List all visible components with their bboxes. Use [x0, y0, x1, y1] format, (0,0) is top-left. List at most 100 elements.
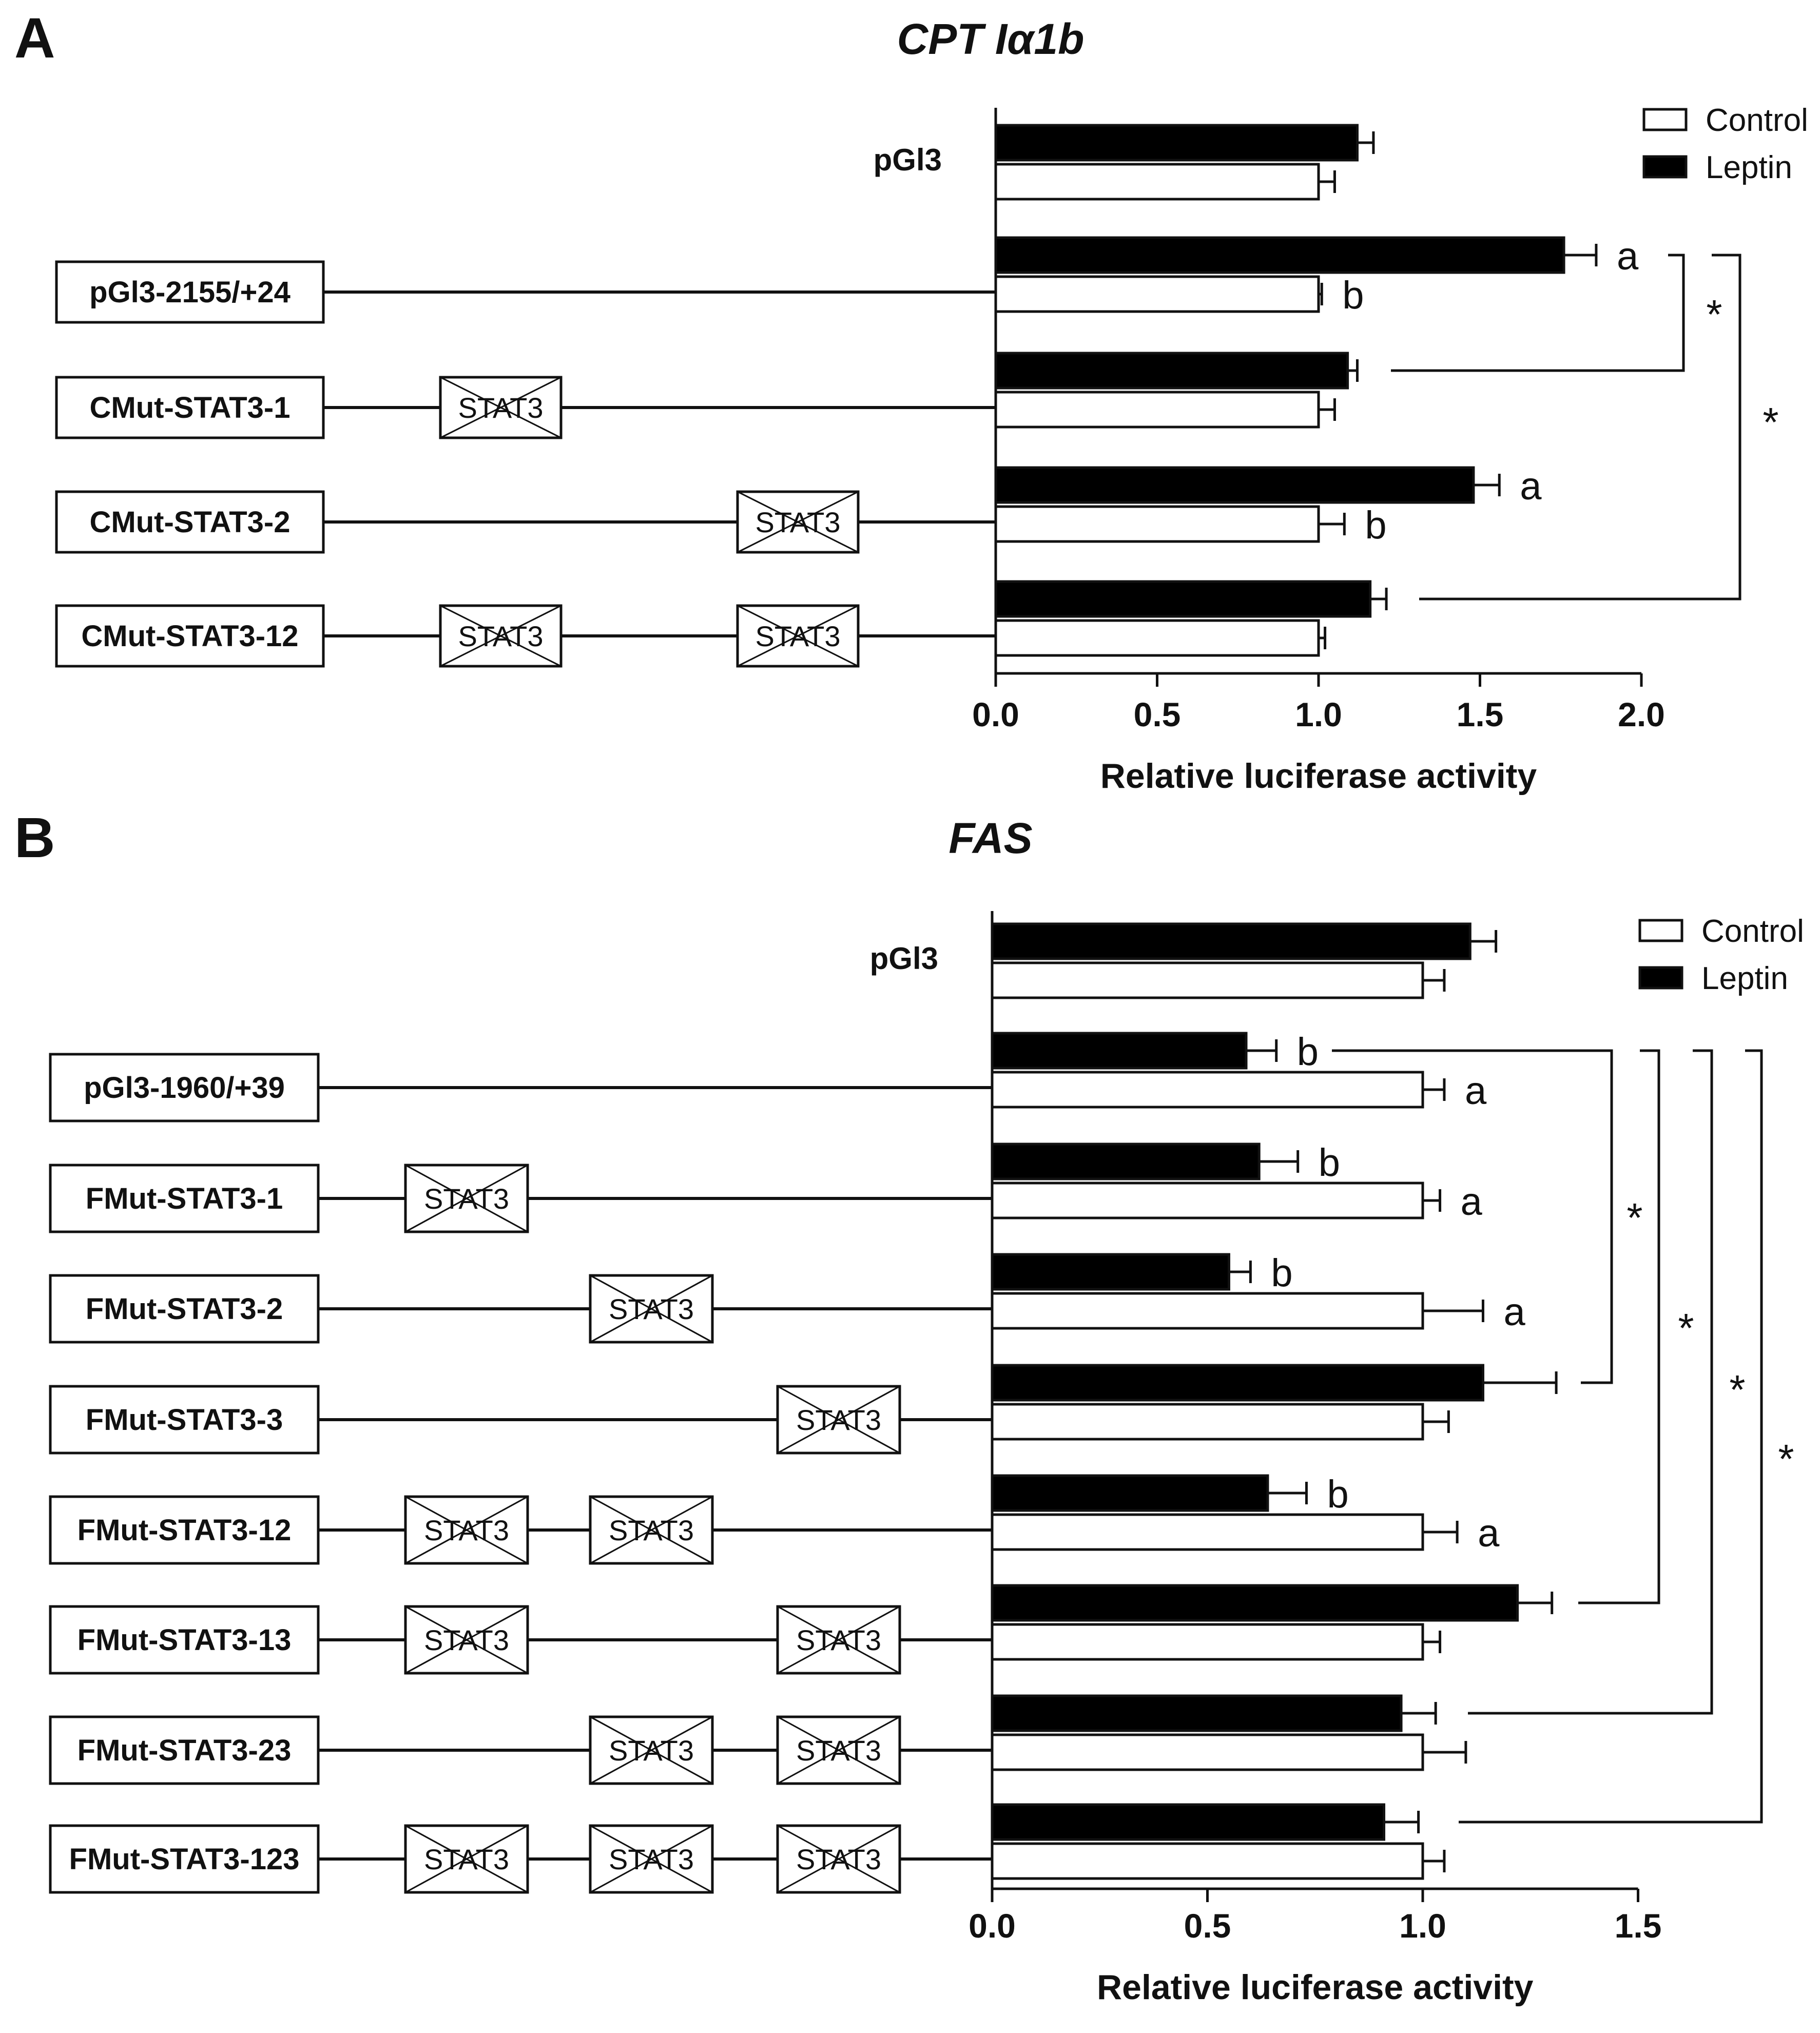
construct-box [49, 1824, 320, 1894]
construct-box [49, 1495, 320, 1565]
x-tick-label: 1.5 [1457, 695, 1504, 733]
site-cross-line [737, 491, 859, 553]
bar-leptin [991, 1364, 1484, 1402]
site-label: STAT3 [609, 1514, 694, 1546]
construct-row: pGl3 [870, 941, 938, 976]
construct-box [49, 1164, 320, 1233]
significance-letter: a [1617, 235, 1639, 278]
bar-leptin [994, 236, 1565, 274]
construct-label: pGl3-1960/+39 [84, 1071, 285, 1105]
legend-label-leptin: Leptin [1701, 961, 1788, 996]
bar-leptin [991, 1253, 1230, 1291]
construct-label: FMut-STAT3-2 [86, 1292, 283, 1326]
x-tick-label: 1.0 [1399, 1907, 1446, 1945]
mutated-stat3-site: STAT3 [439, 604, 563, 668]
legend-swatch-leptin [1638, 966, 1683, 990]
panel-letter: A [14, 7, 55, 70]
bar-control [994, 619, 1320, 657]
bar-leptin [991, 1694, 1403, 1732]
construct-box [49, 1053, 320, 1122]
x-axis-label: Relative luciferase activity [1100, 757, 1537, 796]
construct-box [49, 1385, 320, 1455]
bar-leptin [991, 922, 1472, 960]
site-cross-line [590, 1825, 713, 1893]
bar-control [991, 1733, 1424, 1771]
construct-box [55, 260, 325, 324]
significance-star: * [1763, 399, 1778, 445]
site-label: STAT3 [796, 1843, 881, 1875]
bracket-line [1468, 1049, 1713, 1715]
construct-box [49, 1274, 320, 1344]
chart-title: CPT Iα1b [897, 15, 1085, 63]
bar-leptin [991, 1584, 1519, 1622]
legend-label-control: Control [1701, 914, 1804, 949]
bar-control [991, 1842, 1424, 1880]
bar-leptin [991, 1803, 1385, 1841]
site-label: STAT3 [609, 1734, 694, 1767]
significance-letter: b [1297, 1030, 1319, 1074]
construct-label: FMut-STAT3-3 [86, 1403, 283, 1437]
x-tick-label: 0.5 [1134, 695, 1181, 733]
construct-row: pGl3-2155/+24 [55, 260, 996, 324]
site-label: STAT3 [609, 1293, 694, 1325]
construct-label: pGl3 [874, 143, 942, 177]
bracket-line [1578, 1049, 1660, 1604]
site-cross-line [405, 1164, 528, 1233]
significance-bracket: * [1332, 1049, 1643, 1384]
construct-label: pGl3-2155/+24 [89, 276, 291, 309]
site-label: STAT3 [424, 1624, 509, 1656]
x-tick-label: 1.5 [1615, 1907, 1662, 1945]
mutated-stat3-site: STAT3 [589, 1495, 714, 1565]
construct-label: pGl3 [870, 941, 938, 976]
site-cross-line [405, 1825, 528, 1893]
bracket-line [1459, 1049, 1763, 1824]
significance-bracket: * [1578, 1049, 1694, 1604]
significance-bracket: * [1459, 1049, 1794, 1824]
legend-label-leptin: Leptin [1706, 150, 1792, 185]
construct-box [55, 604, 325, 668]
bar-control [991, 1403, 1424, 1441]
significance-bracket: * [1419, 254, 1779, 601]
legend-swatch-leptin [1642, 155, 1688, 179]
site-cross-line [440, 605, 562, 667]
site-label: STAT3 [796, 1624, 881, 1656]
bar-leptin [994, 124, 1359, 162]
mutated-stat3-site: STAT3 [404, 1605, 529, 1675]
bracket-line [1419, 254, 1741, 601]
bar-control [991, 1623, 1424, 1661]
site-cross-line [777, 1385, 900, 1454]
site-label: STAT3 [458, 392, 544, 424]
site-cross-line [737, 605, 859, 667]
significance-letter: b [1319, 1141, 1340, 1185]
mutated-stat3-site: STAT3 [404, 1164, 529, 1233]
construct-box [49, 1605, 320, 1675]
significance-letter: b [1365, 504, 1386, 547]
mutated-stat3-site: STAT3 [776, 1385, 901, 1455]
construct-row: FMut-STAT3-2 STAT3 [49, 1274, 992, 1344]
bar-leptin [994, 580, 1372, 618]
chart-title: FAS [948, 814, 1032, 862]
significance-star: * [1627, 1195, 1642, 1241]
construct-label: CMut-STAT3-2 [90, 506, 291, 539]
site-cross-line [590, 1716, 713, 1785]
construct-box [49, 1715, 320, 1785]
significance-letter: b [1271, 1251, 1292, 1295]
significance-letter: b [1327, 1473, 1348, 1516]
bar-control [991, 961, 1424, 999]
significance-letter: a [1465, 1069, 1487, 1113]
mutated-stat3-site: STAT3 [776, 1824, 901, 1894]
site-cross-line [405, 1496, 528, 1564]
bracket-line [1332, 1049, 1613, 1384]
bar-leptin [991, 1474, 1269, 1512]
construct-label: FMut-STAT3-123 [69, 1843, 300, 1876]
bar-leptin [991, 1143, 1261, 1180]
mutated-stat3-site: STAT3 [589, 1715, 714, 1785]
bar-leptin [994, 352, 1349, 390]
site-cross-line [405, 1605, 528, 1674]
bar-control [991, 1292, 1424, 1330]
